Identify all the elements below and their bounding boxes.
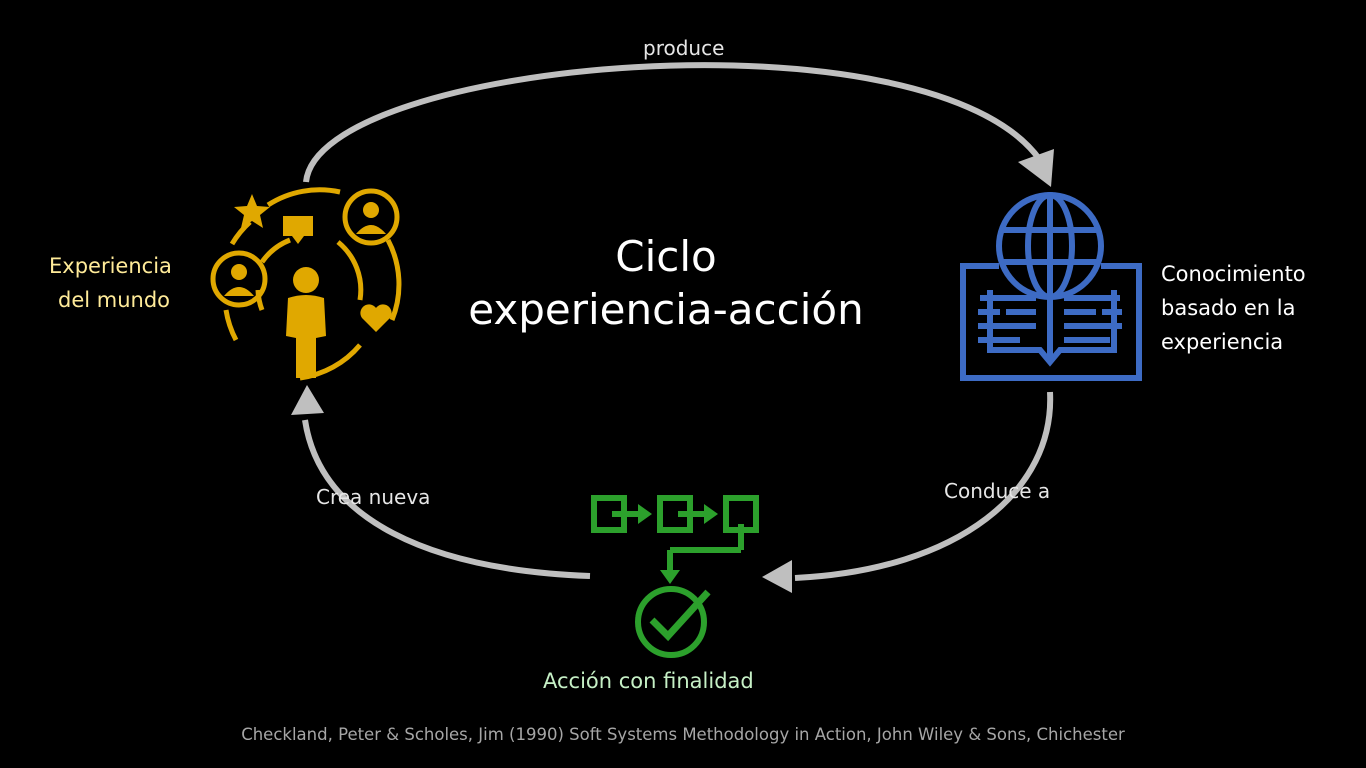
globe-book-icon [960, 192, 1142, 381]
heart-icon [360, 304, 392, 332]
edge-label-crea-nueva: Crea nueva [316, 485, 431, 509]
person-head [293, 267, 319, 293]
arrowhead-conduce [762, 560, 792, 593]
node-label-knowledge-line1: Conocimiento [1161, 262, 1306, 286]
star-icon [234, 194, 270, 228]
check-mark [649, 589, 711, 642]
person-body [286, 295, 326, 378]
arrow-heads [291, 149, 1054, 593]
node-label-experience-line1: Experiencia [49, 254, 172, 278]
citation-text: Checkland, Peter & Scholes, Jim (1990) S… [241, 725, 1125, 744]
node-label-knowledge-line3: experiencia [1161, 330, 1284, 354]
people-network-icon-fill [224, 194, 392, 378]
workflow-check-icon [591, 495, 759, 658]
workflow-arrowheads [638, 504, 718, 584]
node-label-knowledge-line2: basado en la [1161, 296, 1296, 320]
diagram-title-line2: experiencia-acción [468, 285, 864, 334]
check-circle [635, 586, 707, 658]
arrowhead-crea-nueva [291, 385, 324, 415]
arrowhead-produce [1018, 149, 1054, 187]
diagram-title-line1: Ciclo [615, 232, 717, 281]
node-label-action: Acción con finalidad [543, 669, 754, 693]
speech-bubble-icon [283, 216, 313, 244]
edge-label-conduce: Conduce a [944, 479, 1051, 503]
edge-label-produce: produce [643, 36, 725, 60]
arrow-produce [303, 62, 1043, 183]
people-network-icon [210, 187, 402, 381]
cycle-arrows [302, 62, 1054, 581]
node-label-experience-line2: del mundo [58, 288, 171, 312]
arrow-crea-nueva [302, 419, 591, 579]
arrow-conduce [794, 391, 1054, 581]
